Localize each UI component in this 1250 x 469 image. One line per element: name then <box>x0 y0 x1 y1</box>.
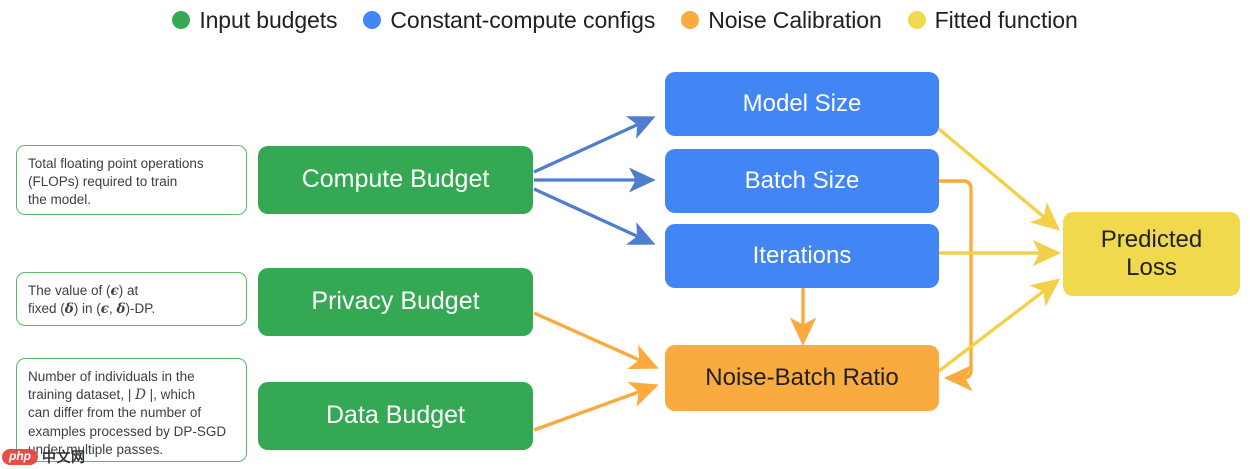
node-privacy-budget[interactable]: Privacy Budget <box>258 268 533 336</box>
legend-dot-icon <box>681 11 700 29</box>
node-label-line: Predicted <box>1100 225 1203 253</box>
epsilon-symbol: ϵ <box>110 283 119 299</box>
delta-symbol: δ <box>64 301 74 318</box>
legend-item-input-budgets: Input budgets <box>172 6 338 34</box>
watermark-text: 中文网 <box>42 449 86 465</box>
edge-privacy-to-noise-batch-ratio <box>533 311 659 370</box>
legend-item-noise-calibration: Noise Calibration <box>681 6 882 34</box>
node-label-line: Loss <box>1126 254 1177 281</box>
legend-label: Input budgets <box>199 6 338 33</box>
note-line: Total floating point operations <box>28 156 204 171</box>
note-line: examples processed by DP-SGD <box>28 423 227 439</box>
legend-item-fitted-function: Fitted function <box>907 6 1078 34</box>
edge-compute-to-iterations <box>533 187 656 245</box>
edge-batch-size-to-noise-batch-ratio <box>939 179 973 392</box>
note-line: (FLOPs) required to train <box>28 174 178 190</box>
note-data-budget: Number of individuals in the training da… <box>16 358 247 462</box>
watermark-badge: php <box>2 448 38 466</box>
note-compute-budget: Total floating point operations (FLOPs) … <box>16 145 247 215</box>
note-privacy-budget: The value of (ϵ) at fixed (δ) in (ϵ, δ)-… <box>16 272 247 326</box>
edge-compute-to-model-size <box>533 116 656 174</box>
node-noise-batch-ratio[interactable]: Noise-Batch Ratio <box>665 345 939 411</box>
node-compute-budget[interactable]: Compute Budget <box>258 146 533 214</box>
node-iterations[interactable]: Iterations <box>665 224 939 288</box>
note-line: under multiple passes. <box>28 441 164 457</box>
dataset-variable: D <box>135 387 146 404</box>
note-line: can differ from the number of <box>28 405 202 421</box>
node-batch-size[interactable]: Batch Size <box>665 149 939 213</box>
watermark: php 中文网 <box>2 447 86 467</box>
note-line: The value of (ϵ) at <box>28 283 139 299</box>
node-predicted-loss[interactable]: Predicted Loss <box>1063 212 1240 296</box>
legend-label: Fitted function <box>934 6 1078 33</box>
legend-dot-icon <box>172 11 191 29</box>
note-line: the model. <box>28 192 92 208</box>
epsilon-symbol: ϵ <box>100 301 110 318</box>
edge-model-size-to-predicted-loss <box>937 127 1061 231</box>
node-data-budget[interactable]: Data Budget <box>258 382 533 450</box>
note-line: training dataset, | D |, which <box>28 387 196 404</box>
note-line: Number of individuals in the <box>28 369 195 384</box>
legend: Input budgets Constant-compute configs N… <box>0 0 1250 40</box>
legend-dot-icon <box>907 11 926 29</box>
legend-dot-icon <box>363 11 382 29</box>
legend-item-constant-compute-configs: Constant-compute configs <box>363 7 655 34</box>
node-model-size[interactable]: Model Size <box>665 72 939 136</box>
note-line: fixed (δ) in (ϵ, δ)-DP. <box>28 301 156 318</box>
legend-label: Noise Calibration <box>708 6 882 33</box>
delta-symbol: δ <box>116 301 126 318</box>
edge-data-to-noise-batch-ratio <box>533 381 659 432</box>
legend-label: Constant-compute configs <box>390 6 656 33</box>
edge-noise-batch-ratio-to-predicted-loss <box>937 278 1061 373</box>
